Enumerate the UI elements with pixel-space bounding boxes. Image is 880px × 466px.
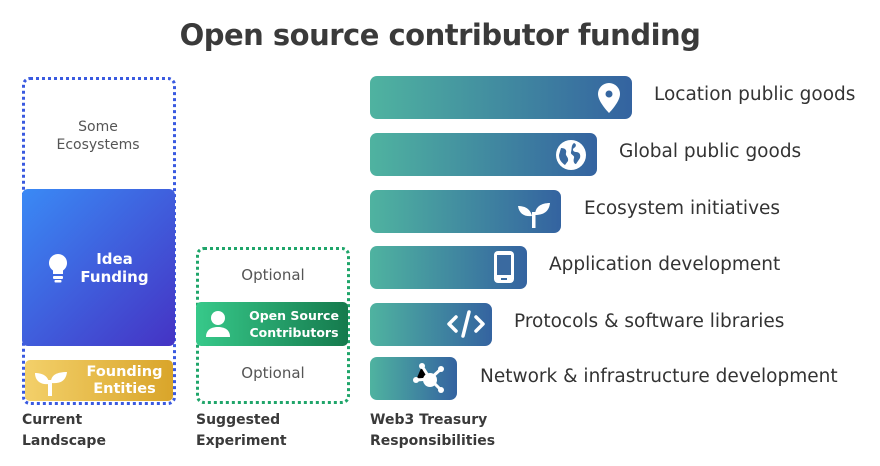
sprout-icon bbox=[34, 371, 67, 396]
sprout-icon bbox=[518, 203, 550, 228]
treasury-label-protocols: Protocols & software libraries bbox=[514, 311, 785, 332]
idea-funding-block: Idea Funding bbox=[22, 189, 175, 346]
open-source-contributors-block: Open Source Contributors bbox=[196, 302, 348, 346]
treasury-label-location: Location public goods bbox=[654, 84, 856, 105]
treasury-bar-application bbox=[370, 246, 527, 289]
code-icon bbox=[447, 310, 485, 338]
some-ecosystems-label: Some Ecosystems bbox=[56, 119, 140, 153]
founding-entities-label: Founding Entities bbox=[86, 363, 163, 397]
lightbulb-icon bbox=[48, 253, 67, 282]
treasury-bar-global bbox=[370, 133, 597, 176]
treasury-bar-protocols bbox=[370, 303, 492, 346]
treasury-caption: Web3 Treasury Responsibilities bbox=[370, 412, 496, 449]
network-icon bbox=[413, 363, 444, 393]
treasury-bar-location bbox=[370, 76, 632, 119]
idea-funding-label: Idea Funding bbox=[80, 249, 149, 286]
treasury-label-network: Network & infrastructure development bbox=[480, 366, 838, 387]
current-landscape-caption: Current Landscape bbox=[22, 412, 106, 449]
founding-entities-block: Founding Entities bbox=[25, 360, 173, 401]
treasury-label-ecosystem: Ecosystem initiatives bbox=[584, 198, 781, 219]
page-title: Open source contributor funding bbox=[179, 18, 701, 52]
treasury-bar-network bbox=[370, 357, 457, 400]
treasury-bar-ecosystem bbox=[370, 190, 561, 233]
location-pin-icon bbox=[598, 83, 620, 113]
mobile-phone-icon bbox=[494, 251, 514, 283]
treasury-label-application: Application development bbox=[549, 254, 781, 275]
open-source-contributors-label: Open Source Contributors bbox=[249, 308, 339, 340]
suggested-experiment-caption: Suggested Experiment bbox=[196, 412, 287, 449]
treasury-label-global: Global public goods bbox=[619, 141, 802, 162]
optional-bottom-label: Optional bbox=[241, 364, 305, 382]
globe-icon bbox=[556, 140, 586, 170]
optional-top-label: Optional bbox=[241, 266, 305, 284]
person-icon bbox=[206, 311, 230, 337]
